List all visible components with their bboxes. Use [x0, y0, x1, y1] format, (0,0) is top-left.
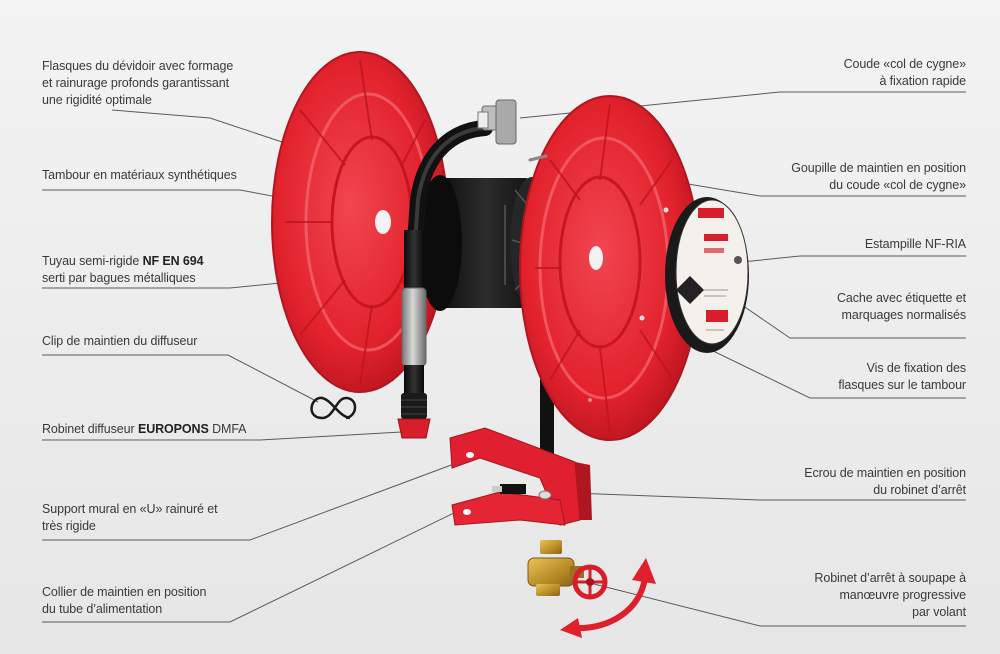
leader-support [42, 457, 471, 541]
label-estampille: Estampille NF-RIA [864, 237, 966, 251]
label-tambour: Tambour en matériaux synthétiques [42, 168, 237, 182]
label-flasques: Flasques du dévidoir avec formage et rai… [42, 59, 234, 107]
leader-robinet-arret [589, 582, 966, 627]
hose [401, 230, 427, 395]
label-vis: Vis de fixation des flasques sur le tamb… [838, 361, 966, 392]
wall-bracket [449, 427, 592, 526]
leader-clip [42, 354, 319, 403]
label-collier: Collier de maintien en position du tube … [42, 585, 207, 616]
leader-robinet-diffuseur [42, 431, 403, 441]
label-cache: Cache avec étiquette et marquages normal… [836, 291, 966, 322]
leader-collier [42, 492, 496, 623]
leader-ecrou [544, 491, 966, 501]
label-robinet-diffuseur-post: DMFA [208, 422, 247, 436]
leader-lines [42, 91, 966, 627]
leader-estampille [741, 255, 966, 263]
rotation-arrow [560, 558, 656, 638]
diffuser-nozzle [397, 393, 431, 439]
diffuser-clip [310, 396, 357, 420]
label-tuyau: Tuyau semi-rigide NF EN 694 serti par ba… [42, 253, 204, 287]
label-tuyau-post: serti par bagues métalliques [42, 271, 196, 285]
label-tuyau-bold: NF EN 694 [142, 254, 204, 268]
label-coude: Coude «col de cygne» à fixation rapide [843, 57, 967, 88]
label-robinet-diffuseur: Robinet diffuseur EUROPONS DMFA [42, 421, 247, 438]
right-flange [519, 95, 701, 441]
shutoff-valve [527, 540, 608, 600]
cover-cap [665, 197, 749, 353]
gooseneck-elbow [404, 99, 517, 293]
leader-flasques [111, 109, 313, 153]
label-clip: Clip de maintien du diffuseur [42, 334, 198, 348]
label-support: Support mural en «U» rainuré et très rig… [42, 502, 218, 533]
label-ecrou: Ecrou de maintien en position du robinet… [804, 466, 966, 497]
gooseneck-pin [528, 154, 548, 162]
label-robinet-arret: Robinet d’arrêt à soupape à manœuvre pro… [814, 571, 966, 619]
label-robinet-diffuseur-pre: Robinet diffuseur [42, 422, 138, 436]
label-goupille: Goupille de maintien en position du coud… [791, 161, 966, 192]
label-robinet-diffuseur-bold: EUROPONS [137, 422, 209, 436]
label-tuyau-pre: Tuyau semi-rigide [42, 254, 143, 268]
